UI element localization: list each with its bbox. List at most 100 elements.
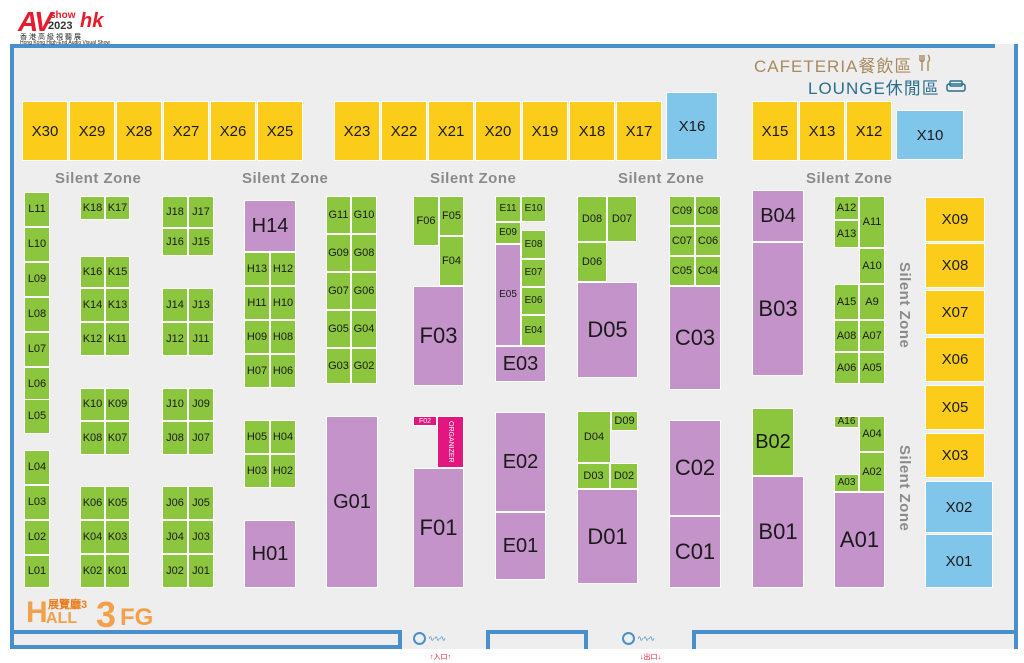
booth-l01: L01 (24, 555, 50, 588)
lounge-label: LOUNGE休閒區 (808, 74, 966, 99)
booth-x22: X22 (381, 101, 427, 161)
booth-k16: K16 (80, 256, 105, 288)
booth-x02: X02 (925, 481, 993, 533)
hall-label-fg: FG (120, 604, 154, 631)
booth-a10: A10 (859, 248, 885, 284)
door-swing-icon: ∿∿∿ (428, 634, 446, 643)
booth-l11: L11 (24, 192, 50, 227)
entrance-label: ↑入口↑ (430, 654, 451, 661)
booth-k15: K15 (105, 256, 130, 288)
booth-a08: A08 (834, 320, 859, 352)
booth-j13: J13 (188, 288, 214, 322)
cafeteria-label: CAFETERIA餐飲區 (754, 52, 932, 77)
booth-x09: X09 (925, 197, 985, 242)
booth-k11: K11 (105, 322, 130, 356)
hall-label-3: 3 (96, 594, 117, 635)
wall-stub-lefte (398, 630, 402, 649)
booth-g10: G10 (351, 196, 377, 234)
booth-x13: X13 (799, 101, 845, 161)
booth-h05: H05 (244, 420, 270, 454)
booth-f01: F01 (413, 468, 464, 588)
booth-g03: G03 (326, 348, 351, 384)
booth-h13: H13 (244, 252, 270, 286)
booth-j04: J04 (162, 520, 188, 554)
wall-stub-mid (486, 630, 490, 649)
booth-j02: J02 (162, 554, 188, 588)
booth-a13: A13 (834, 220, 859, 248)
silent-zone-label: Silent Zone (430, 170, 517, 187)
booth-l08: L08 (24, 297, 50, 332)
booth-c05: C05 (669, 256, 695, 286)
silent-zone-label: Silent Zone (896, 445, 913, 532)
booth-e06: E06 (521, 287, 546, 315)
booth-x08: X08 (925, 243, 985, 288)
booth-x05: X05 (925, 385, 985, 430)
booth-g07: G07 (326, 272, 351, 310)
booth-h08: H08 (270, 320, 296, 354)
booth-a11: A11 (859, 196, 885, 248)
silent-zone-label: Silent Zone (896, 262, 913, 349)
booth-l05: L05 (24, 399, 50, 434)
booth-e10: E10 (521, 196, 546, 222)
booth-e08: E08 (521, 230, 546, 259)
logo-name-en: Hong Kong High-End Audio Visual Show (20, 40, 110, 46)
hall-label-cn: 展覽廳3 (48, 599, 88, 611)
booth-f03: F03 (413, 286, 464, 386)
lounge-text: LOUNGE休閒區 (808, 79, 940, 98)
booth-d07: D07 (607, 196, 637, 242)
booth-x03: X03 (925, 433, 985, 478)
booth-a04: A04 (859, 416, 885, 452)
booth-b01: B01 (752, 476, 804, 588)
booth-a9: A9 (859, 284, 885, 320)
booth-e04: E04 (521, 315, 546, 346)
silent-zone-label: Silent Zone (242, 170, 329, 187)
booth-d06: D06 (577, 242, 607, 282)
booth-g08: G08 (351, 234, 377, 272)
booth-x21: X21 (428, 101, 474, 161)
booth-a16: A16 (834, 416, 859, 428)
booth-g06: G06 (351, 272, 377, 310)
booth-x17: X17 (616, 101, 662, 161)
exit-label: ↓出口↓ (640, 654, 661, 661)
hall-label-all: ALL (46, 610, 78, 627)
booth-c02: C02 (669, 420, 721, 516)
booth-organizer: ORGANIZER (437, 416, 464, 468)
booth-l06: L06 (24, 367, 50, 402)
booth-j03: J03 (188, 520, 214, 554)
booth-k09: K09 (105, 388, 130, 421)
booth-x16: X16 (666, 92, 718, 160)
booth-x12: X12 (846, 101, 892, 161)
booth-e03: E03 (495, 346, 546, 382)
booth-k01: K01 (105, 554, 130, 588)
sofa-icon (945, 79, 966, 98)
booth-j01: J01 (188, 554, 214, 588)
booth-k03: K03 (105, 520, 130, 554)
silent-zone-label: Silent Zone (55, 170, 142, 187)
booth-f04: F04 (439, 236, 464, 286)
booth-x23: X23 (334, 101, 380, 161)
booth-a02: A02 (859, 452, 885, 492)
booth-d02: D02 (610, 463, 638, 489)
booth-k07: K07 (105, 421, 130, 455)
booth-e09: E09 (495, 222, 521, 244)
booth-j06: J06 (162, 486, 188, 520)
booth-h09: H09 (244, 320, 270, 354)
wall-stub-mid2 (584, 630, 588, 649)
booth-f06: F06 (413, 196, 439, 246)
booth-a07: A07 (859, 320, 885, 352)
booth-a06: A06 (834, 352, 859, 384)
fork-knife-icon (918, 54, 932, 76)
booth-a05: A05 (859, 352, 885, 384)
silent-zone-label: Silent Zone (618, 170, 705, 187)
booth-h07: H07 (244, 354, 270, 388)
booth-a15: A15 (834, 284, 859, 320)
booth-c08: C08 (695, 196, 721, 226)
booth-l07: L07 (24, 332, 50, 367)
booth-e05: E05 (495, 244, 521, 346)
booth-h10: H10 (270, 286, 296, 320)
booth-x19: X19 (522, 101, 568, 161)
booth-x15: X15 (752, 101, 798, 161)
booth-j14: J14 (162, 288, 188, 322)
booth-j12: J12 (162, 322, 188, 356)
